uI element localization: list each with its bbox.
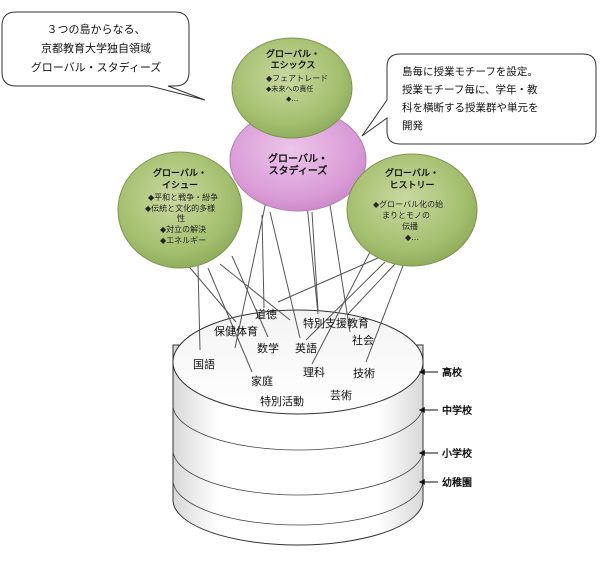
island-center-title2: スタディーズ xyxy=(269,164,328,177)
island-ethics: グローバル・ エシックス ◆フェアトレード ◆未来への責任 ◆… xyxy=(232,38,352,138)
callout-left: ３つの島からなる、 京都教育大学独自領域 グローバル・スタディーズ xyxy=(2,12,205,100)
island-ethics-item: ◆未来への責任 xyxy=(266,84,313,93)
island-history-item: まりとモノの xyxy=(382,211,430,220)
subject-geijutsu: 芸術 xyxy=(330,389,352,402)
island-ethics-item: ◆フェアトレード xyxy=(266,74,328,83)
island-issue: グローバル・ イシュー ◆平和と戦争・紛争 ◆伝統と文化的多様 性 ◆対立の解決… xyxy=(118,152,242,268)
level-chugakko: 中学校 xyxy=(442,404,473,417)
island-history-title2: ヒストリー xyxy=(389,180,434,191)
island-issue-title1: グローバル・ xyxy=(153,167,207,179)
island-center-title1: グローバル・ xyxy=(268,152,328,165)
callout-right-line2: 授業モチーフ毎に、学年・教 xyxy=(402,83,538,96)
island-history-item: 伝播 xyxy=(402,221,418,231)
level-koko: 高校 xyxy=(442,366,463,379)
level-yochien: 幼稚園 xyxy=(442,476,472,489)
island-ethics-title1: グローバル・ xyxy=(266,48,320,60)
callout-right-line1: 島毎に授業モチーフを設定。 xyxy=(402,65,538,78)
level-shogakko: 小学校 xyxy=(441,447,473,460)
subject-tokubetsu-katsudo: 特別活動 xyxy=(260,394,304,408)
island-issue-item: ◆平和と戦争・紛争 xyxy=(148,192,218,202)
subject-gijutsu: 技術 xyxy=(353,367,375,380)
subject-kokugo: 国語 xyxy=(193,357,215,371)
island-issue-item: ◆エネルギー xyxy=(160,236,206,245)
callout-left-line3: グローバル・スタディーズ xyxy=(31,60,162,74)
callout-right-line3: 科を横断する授業群や単元を xyxy=(402,101,539,114)
subject-dotoku: 道徳 xyxy=(255,307,277,321)
connector-history-tokubetsu xyxy=(348,264,395,314)
callout-left-line1: ３つの島からなる、 xyxy=(47,22,146,36)
subject-hoken: 保健体育 xyxy=(214,324,258,338)
island-ethics-title2: エシックス xyxy=(271,60,316,71)
callout-left-line2: 京都教育大学独自領域 xyxy=(41,41,151,55)
subject-sugaku: 数学 xyxy=(257,341,279,355)
island-issue-item: ◆伝統と文化的多様 xyxy=(145,203,215,213)
island-history-item: ◆… xyxy=(405,233,419,242)
island-history-title1: グローバル・ xyxy=(385,167,439,179)
island-history-item: ◆グローバル化の始 xyxy=(373,199,443,209)
subject-eigo: 英語 xyxy=(295,341,317,355)
callout-right: 島毎に授業モチーフを設定。 授業モチーフ毎に、学年・教 科を横断する授業群や単元… xyxy=(362,54,596,144)
callout-right-line4: 開発 xyxy=(402,119,423,132)
island-issue-item: 性 xyxy=(177,213,185,223)
connector-center-dotoku xyxy=(262,215,264,308)
level-markers: 高校 中学校 小学校 幼稚園 xyxy=(420,366,473,489)
subject-rika: 理科 xyxy=(303,365,325,379)
island-issue-title2: イシュー xyxy=(162,180,198,191)
island-issue-item: ◆対立の解決 xyxy=(160,224,206,234)
island-ethics-item: ◆… xyxy=(286,95,298,103)
subject-shakai: 社会 xyxy=(352,333,374,347)
subject-katei: 家庭 xyxy=(251,374,273,388)
island-history: グローバル・ ヒストリー ◆グローバル化の始 まりとモノの 伝播 ◆… xyxy=(347,154,477,266)
subject-tokubetsu-shien: 特別支援教育 xyxy=(303,316,369,330)
